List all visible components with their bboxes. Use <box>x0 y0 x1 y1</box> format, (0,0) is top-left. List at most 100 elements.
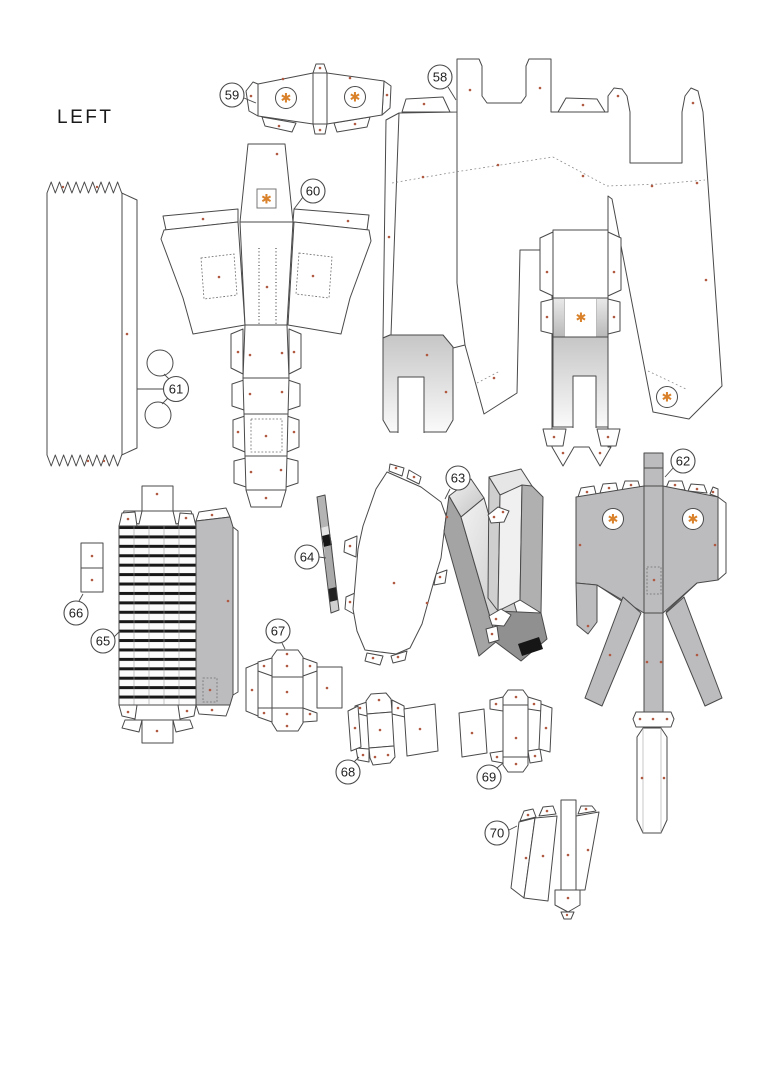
svg-text:58: 58 <box>433 70 447 85</box>
part-60-tab <box>287 379 301 411</box>
part-70-center-strip <box>560 799 577 891</box>
svg-text:68: 68 <box>341 765 355 780</box>
part-63-pattern <box>343 463 548 666</box>
part-60-pattern: ✱ <box>160 143 372 508</box>
part-67-bottom-cap <box>271 707 304 732</box>
part-62-pattern: ✱ ✱ <box>575 452 727 834</box>
glue-dots <box>348 466 505 660</box>
part-68-top-cap <box>365 692 393 715</box>
part-67-tab <box>257 707 273 723</box>
part-59-center-band <box>312 72 328 125</box>
part-65-flap <box>121 719 143 733</box>
part-62-tail-strip <box>575 582 598 635</box>
part-62-spine <box>643 452 664 614</box>
part-58-collar <box>552 229 609 299</box>
asterisk-mark: ✱ <box>656 386 678 408</box>
part-67-side-panel <box>316 666 343 709</box>
part-65-striped-body <box>118 525 197 706</box>
part-70-label: 70 <box>484 820 518 846</box>
part-61-outline <box>46 181 138 467</box>
part-63-tab <box>388 463 405 477</box>
part-61-pattern <box>46 181 174 467</box>
part-58-top-tab-mid <box>557 97 606 113</box>
part-58-collar-tab-left <box>539 231 554 297</box>
part-68-pattern <box>347 692 439 766</box>
part-61-disc-top <box>146 349 174 377</box>
svg-text:60: 60 <box>306 184 320 199</box>
part-58-collar-tab-right <box>607 231 622 297</box>
svg-text:✱: ✱ <box>350 91 361 106</box>
part-58-top-tab-left <box>401 96 451 113</box>
part-63-prism-face <box>497 484 523 612</box>
part-63-tab <box>488 608 512 627</box>
glue-dots <box>90 554 94 582</box>
asterisk-mark: ✱ <box>344 86 366 108</box>
part-62-backing-strip <box>717 496 727 581</box>
part-67-pattern <box>245 649 343 732</box>
part-69-pattern <box>458 689 553 773</box>
svg-text:64: 64 <box>300 550 314 565</box>
svg-text:66: 66 <box>69 606 83 621</box>
glue-dots <box>201 152 350 500</box>
glue-dots <box>524 807 590 917</box>
asterisk-mark: ✱ <box>261 193 272 208</box>
part-65-tab <box>177 512 197 527</box>
svg-text:✱: ✱ <box>688 513 699 528</box>
part-66-label: 66 <box>63 593 89 626</box>
svg-text:63: 63 <box>451 471 465 486</box>
part-59-pattern: ✱ ✱ <box>245 63 392 135</box>
svg-text:70: 70 <box>490 826 504 841</box>
part-65-pattern <box>118 485 239 744</box>
part-62-leg-right <box>665 596 723 707</box>
svg-text:67: 67 <box>271 624 285 639</box>
asterisk-mark: ✱ <box>682 508 704 530</box>
part-69-center <box>502 704 529 758</box>
part-58-pattern: ✱ ✱ <box>382 58 723 467</box>
glue-dots <box>249 66 389 132</box>
part-60-wing-right <box>287 221 372 335</box>
part-60-spine-seg2 <box>242 377 290 415</box>
part-60-torso <box>239 221 294 326</box>
svg-text:59: 59 <box>225 88 239 103</box>
part-60-tab <box>286 415 300 453</box>
part-65-edge-strip <box>232 526 239 696</box>
part-61-disc-bottom <box>144 401 172 429</box>
part-60-wing-left <box>160 221 246 335</box>
svg-text:✱: ✱ <box>281 92 292 107</box>
part-60-tab <box>232 415 246 453</box>
part-62-column <box>636 727 668 834</box>
asterisk-mark: ✱ <box>602 508 624 530</box>
part-63-label: 63 <box>444 465 471 500</box>
svg-text:69: 69 <box>482 770 496 785</box>
part-68-label: 68 <box>335 756 361 785</box>
svg-text:61: 61 <box>169 382 183 397</box>
glue-dots <box>61 185 129 463</box>
part-70-tab <box>577 805 597 815</box>
part-59-bottom-tab-left <box>261 116 297 133</box>
part-60-tab <box>285 457 299 488</box>
part-62-leg-left <box>584 596 642 707</box>
part-65-gray-panel <box>195 516 234 706</box>
part-68-side-panel <box>403 703 439 757</box>
part-63-prism-face <box>443 495 498 657</box>
part-59-label: 59 <box>219 82 257 108</box>
part-63-main-panel <box>352 471 447 655</box>
part-58-fold-line <box>391 156 706 187</box>
part-70-pattern <box>510 799 600 920</box>
part-58-label: 58 <box>427 64 457 101</box>
part-60-tab <box>233 457 247 488</box>
part-64-pattern <box>316 494 340 614</box>
part-65-flap <box>172 719 194 733</box>
glue-dots <box>126 492 230 733</box>
part-60-tab <box>231 379 245 411</box>
part-63-prism-face <box>519 484 544 614</box>
part-62-label: 62 <box>664 448 696 478</box>
part-70-bottom-cap <box>554 889 581 913</box>
part-65-label: 65 <box>90 628 121 654</box>
svg-text:62: 62 <box>676 454 690 469</box>
part-67-label: 67 <box>265 618 291 650</box>
part-63-dark-face <box>518 637 543 656</box>
glue-dots <box>387 86 708 455</box>
part-65-top-box <box>141 485 174 512</box>
svg-text:✱: ✱ <box>608 513 619 528</box>
